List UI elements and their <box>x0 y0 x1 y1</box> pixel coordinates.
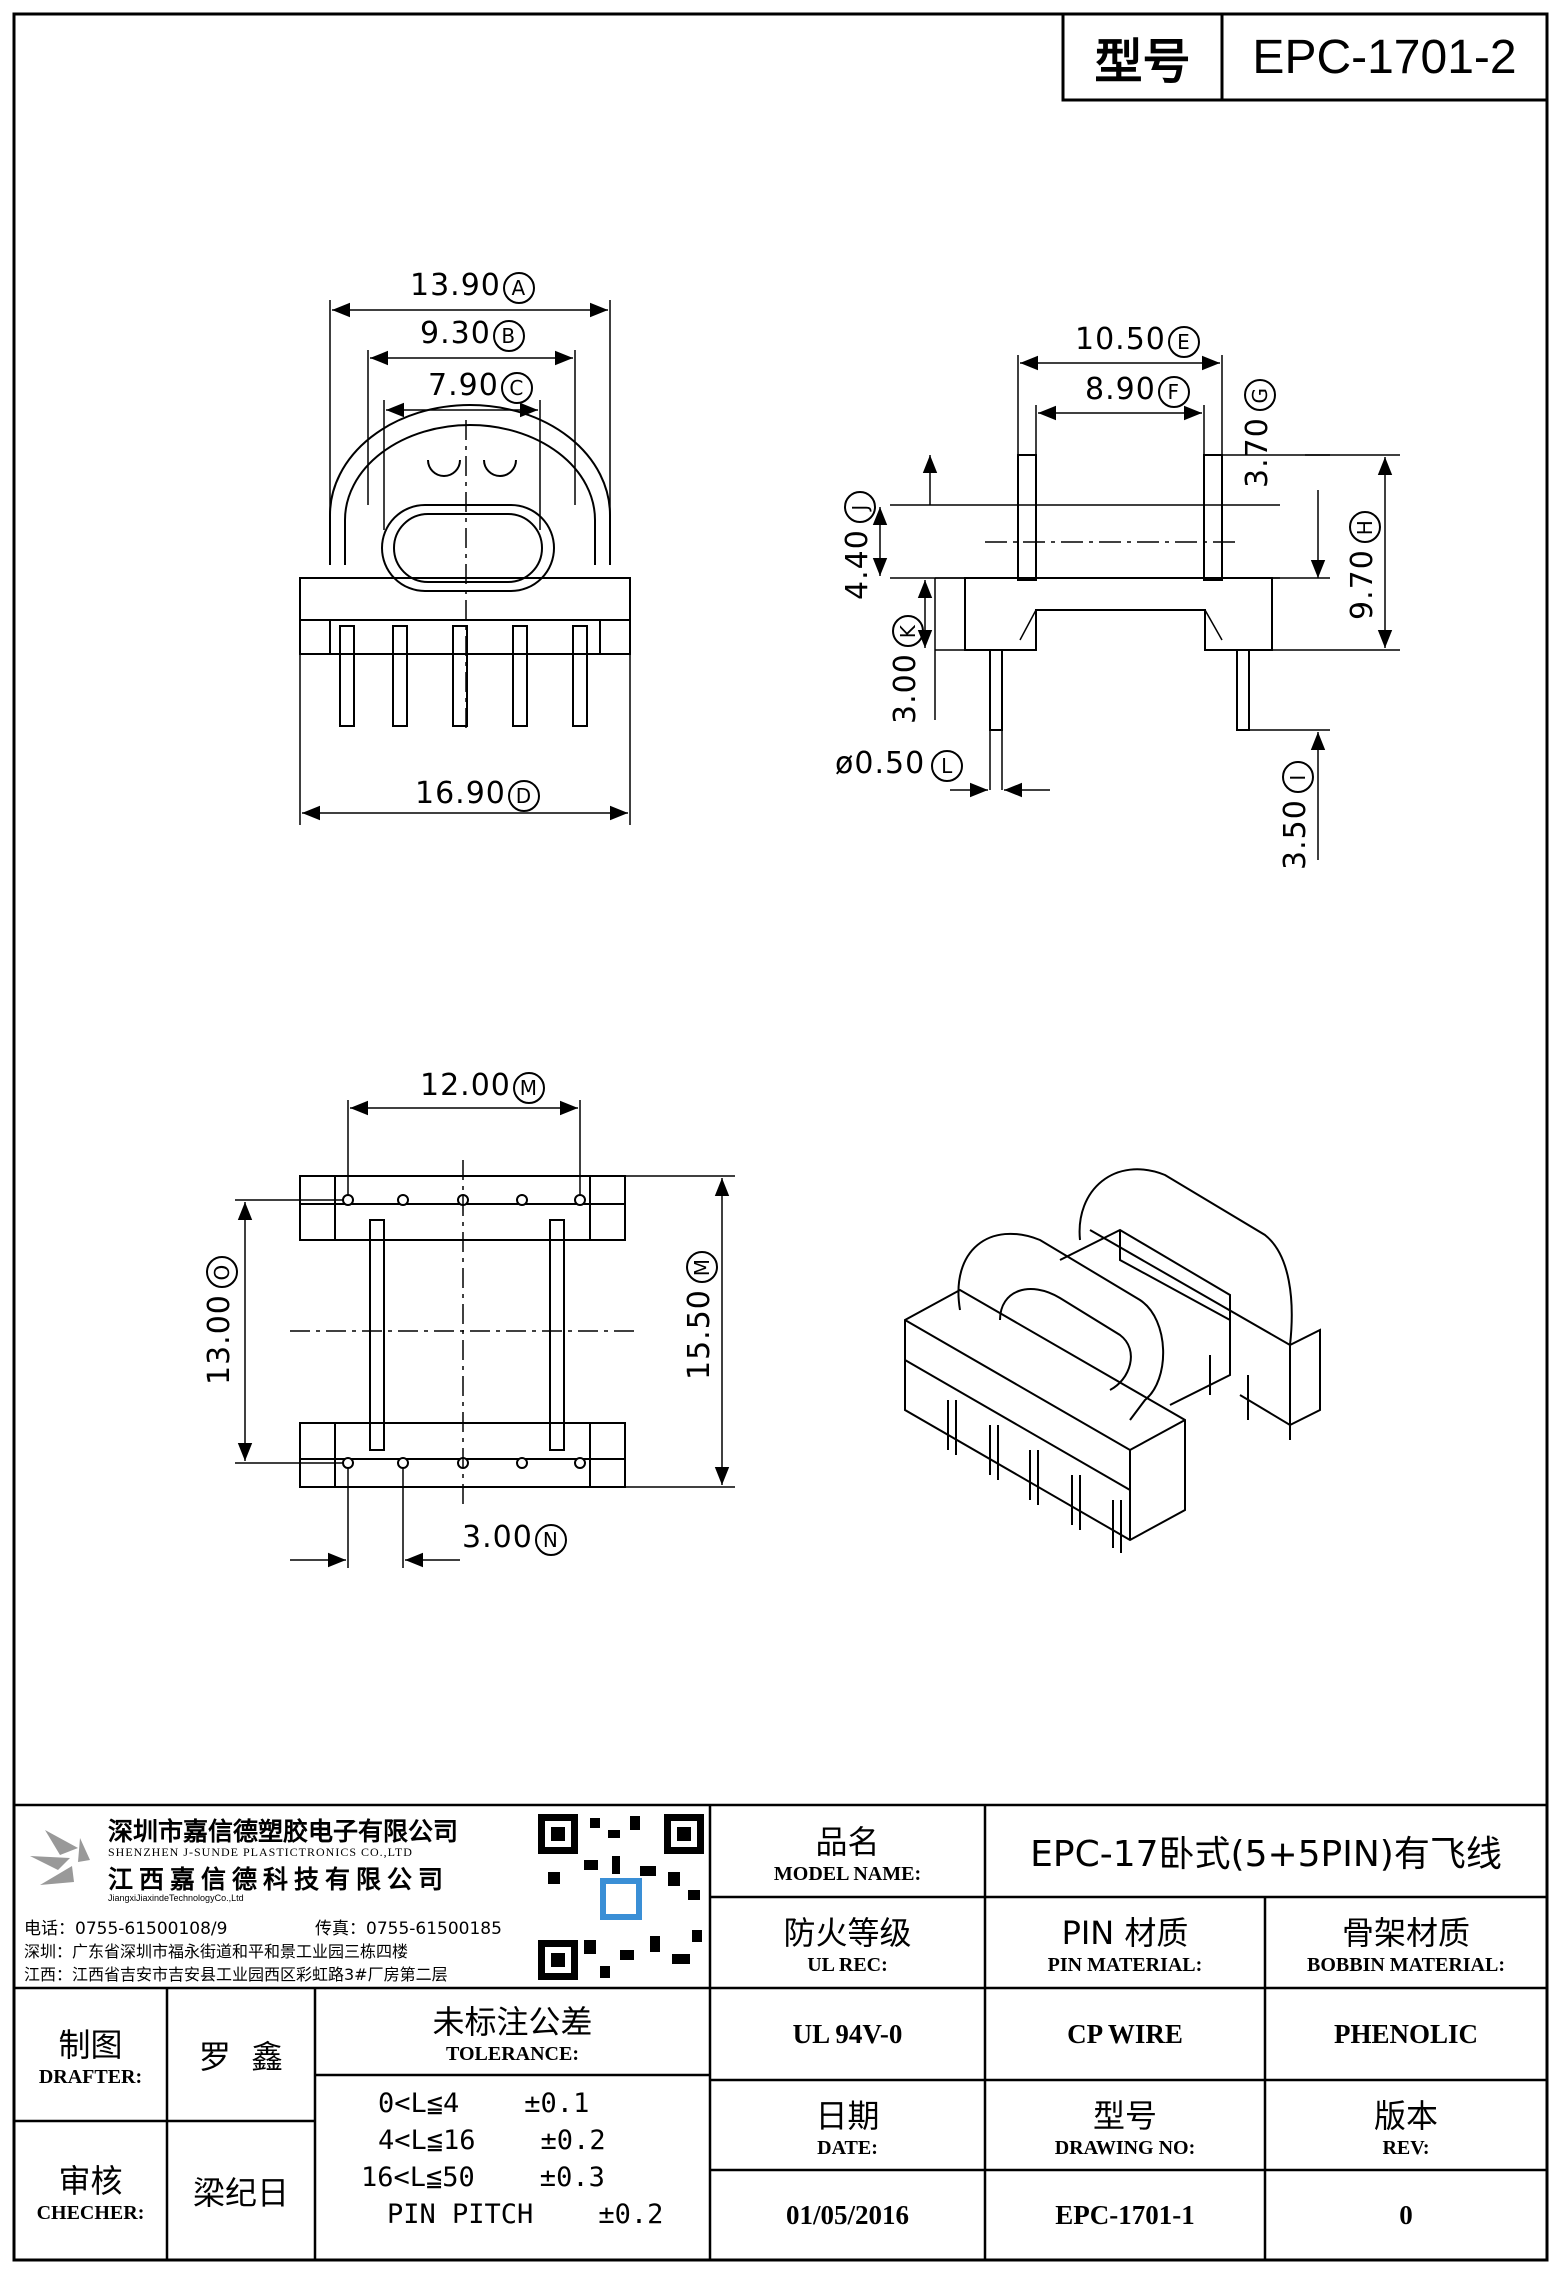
pin-material-header: PIN 材质 PIN MATERIAL: <box>985 1897 1265 1988</box>
front-view <box>299 300 631 825</box>
circle-label-M2: M <box>686 1251 718 1284</box>
dim-J: 4.40J <box>840 400 876 600</box>
date-value: 01/05/2016 <box>785 2199 909 2230</box>
drawing-no-value: EPC-1701-1 <box>1055 2199 1195 2230</box>
qr-code <box>536 1812 706 1982</box>
isometric-view <box>904 1168 1321 1553</box>
top-view <box>235 1100 735 1568</box>
dim-H: 9.70H <box>1345 420 1381 620</box>
model-header-box <box>1061 12 1549 102</box>
ul-rec-en: UL REC: <box>807 1954 888 1976</box>
tolerance-row: 16<L≦50 ±0.3 <box>361 2162 605 2193</box>
dim-M-length: 15.50M <box>682 1180 718 1380</box>
drawing-no-cn: 型号 <box>1092 2096 1157 2135</box>
rev-value: 0 <box>1399 2199 1413 2230</box>
company-name-cn-2: 江西嘉信德科技有限公司 <box>108 1865 450 1894</box>
bobbin-material-cn: 骨架材质 <box>1341 1914 1470 1952</box>
company-name-en-2: JiangxiJiaxindeTechnologyCo.,Ltd <box>108 1893 244 1903</box>
title-block-grid <box>14 1803 1547 2260</box>
tolerance-row: 4<L≦16 ±0.2 <box>378 2125 606 2156</box>
checker-header: 审核 CHECHER: <box>14 2121 167 2260</box>
rev-cn: 版本 <box>1373 2096 1438 2135</box>
circle-label-H: H <box>1349 511 1381 544</box>
circle-label-F: F <box>1157 376 1190 408</box>
dim-G: 3.70G <box>1240 328 1276 488</box>
dim-O: 13.00O <box>202 1185 238 1385</box>
circle-label-I: I <box>1282 761 1314 794</box>
pin-material-cn: PIN 材质 <box>1061 1914 1189 1952</box>
company-addr-jiangxi: 江西：江西省吉安市吉安县工业园西区彩虹路3#厂房第二层 <box>24 1965 448 1984</box>
checker-value: 梁纪日 <box>192 2173 289 2212</box>
drawing-no-header: 型号 DRAWING NO: <box>985 2080 1265 2170</box>
drafter-value: 罗 鑫 <box>198 2037 284 2076</box>
bobbin-material-value: PHENOLIC <box>1333 2018 1479 2049</box>
circle-label-D: D <box>507 780 540 812</box>
date-en: DATE: <box>817 2136 878 2159</box>
drawing-no-en: DRAWING NO: <box>1054 2136 1196 2159</box>
company-tel: 电话：0755-61500108/9 <box>24 1919 228 1939</box>
rev-header: 版本 REV: <box>1265 2080 1547 2170</box>
tolerance-row: PIN PITCH ±0.2 <box>387 2199 664 2230</box>
outer-frame <box>12 12 1549 2262</box>
ul-rec-value: UL 94V-0 <box>792 2018 903 2049</box>
company-addr-shenzhen: 深圳：广东省深圳市福永街道和平和景工业园三栋四楼 <box>24 1942 409 1961</box>
model-name-cn: 品名 <box>815 1822 880 1861</box>
header-model-number: EPC-1701-2 <box>1252 30 1517 84</box>
circle-label-M: M <box>512 1072 545 1104</box>
company-name-en-1: SHENZHEN J-SUNDE PLASTICTRONICS CO.,LTD <box>108 1845 413 1859</box>
checker-en: CHECHER: <box>36 2202 145 2224</box>
tolerance-cn: 未标注公差 <box>432 2003 593 2041</box>
circle-label-G: G <box>1244 379 1276 412</box>
model-name-en: MODEL NAME: <box>773 1862 922 1885</box>
pin-material-en: PIN MATERIAL: <box>1047 1954 1203 1976</box>
circle-label-O: O <box>206 1256 238 1289</box>
ul-rec-cn: 防火等级 <box>783 1914 912 1952</box>
checker-cn: 审核 <box>58 2162 123 2200</box>
circle-label-L: L <box>931 750 964 782</box>
dim-K: 3.00K <box>888 524 924 724</box>
circle-label-E: E <box>1167 326 1200 358</box>
pin-material-value: CP WIRE <box>1067 2018 1183 2049</box>
side-view <box>872 355 1400 860</box>
drafter-en: DRAFTER: <box>38 2066 143 2088</box>
header-model-label: 型号 <box>1094 34 1191 90</box>
company-name-cn-1: 深圳市嘉信德塑胶电子有限公司 <box>108 1817 459 1846</box>
date-cn: 日期 <box>815 2096 880 2135</box>
date-header: 日期 DATE: <box>710 2080 985 2170</box>
circle-label-N: N <box>534 1524 567 1556</box>
bobbin-material-en: BOBBIN MATERIAL: <box>1307 1954 1505 1976</box>
model-name-header: 品名 MODEL NAME: <box>710 1805 985 1897</box>
circle-label-J: J <box>844 491 876 524</box>
company-logo <box>30 1830 90 1885</box>
tolerance-row: 0<L≦4 ±0.1 <box>378 2088 590 2119</box>
circle-label-K: K <box>892 615 924 648</box>
circle-label-A: A <box>502 272 535 304</box>
circle-label-B: B <box>492 320 525 352</box>
circle-label-C: C <box>500 372 533 404</box>
rev-en: REV: <box>1382 2136 1430 2159</box>
tolerance-header: 未标注公差 TOLERANCE: <box>315 1988 710 2075</box>
ul-rec-header: 防火等级 UL REC: <box>710 1897 985 1988</box>
tolerance-en: TOLERANCE: <box>446 2043 579 2065</box>
model-name-value: EPC-17卧式(5+5PIN)有飞线 <box>1030 1834 1502 1875</box>
drafter-cn: 制图 <box>58 2026 123 2064</box>
drafter-header: 制图 DRAFTER: <box>14 1988 167 2121</box>
company-fax: 传真：0755-61500185 <box>315 1919 502 1939</box>
dim-I: 3.50I <box>1278 670 1314 870</box>
bobbin-material-header: 骨架材质 BOBBIN MATERIAL: <box>1265 1897 1547 1988</box>
